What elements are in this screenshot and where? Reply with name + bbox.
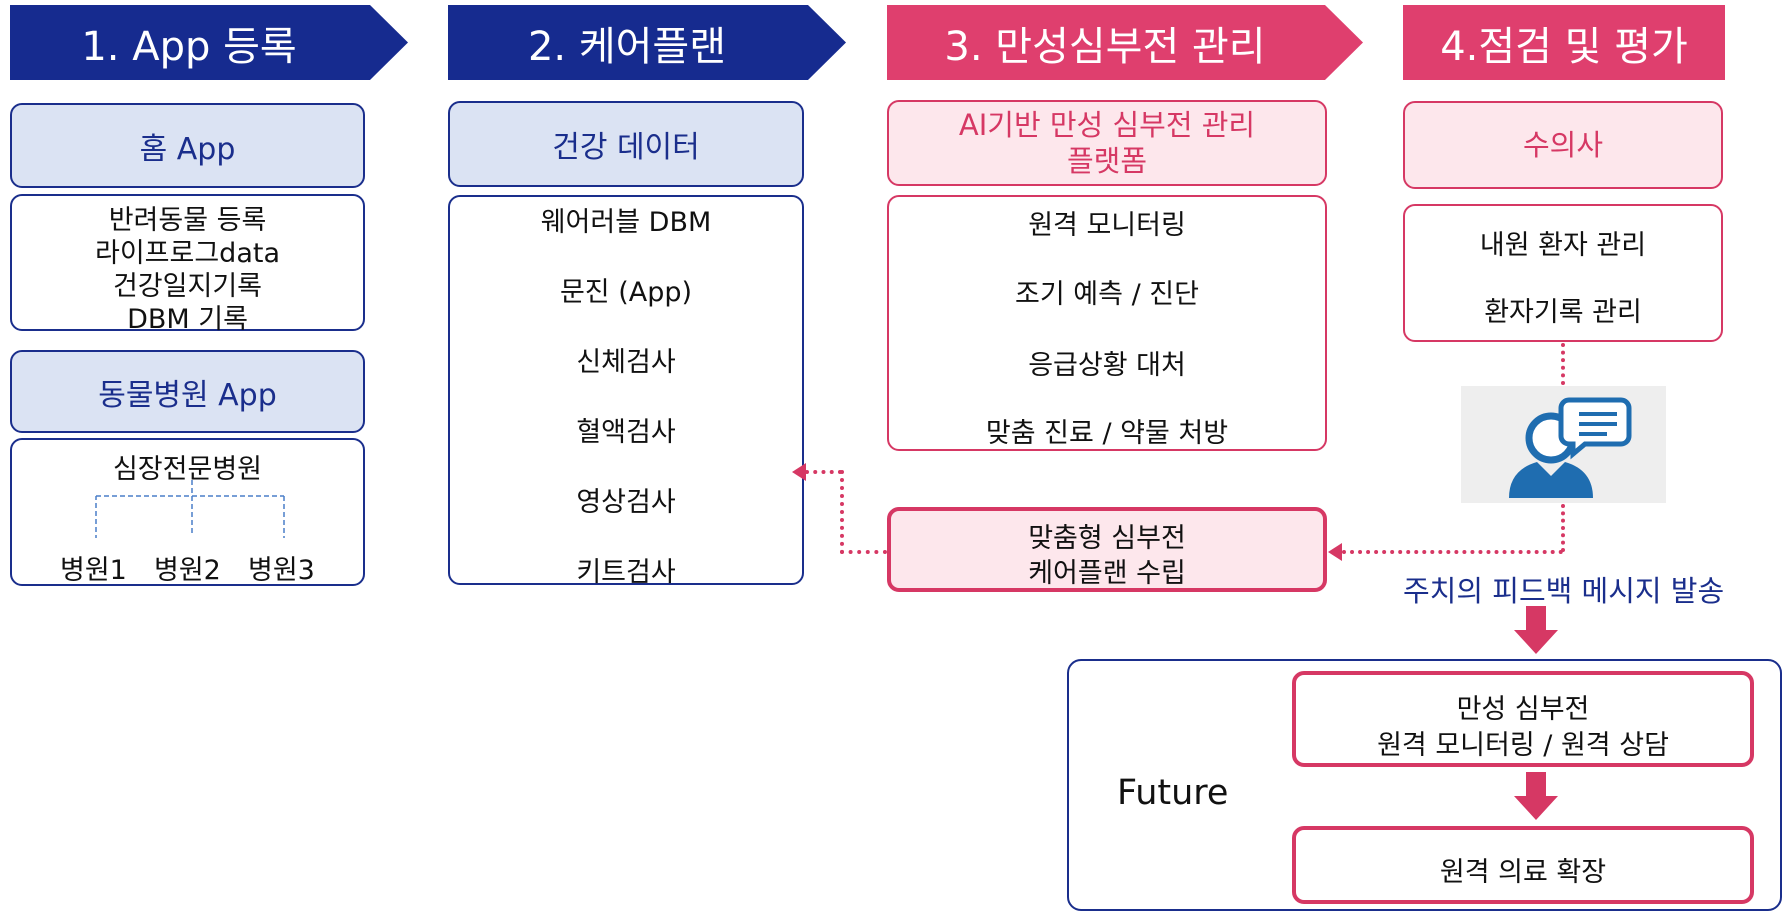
- care-plan-box: 맞춤형 심부전 케어플랜 수립: [887, 507, 1327, 592]
- step-3-header: 3. 만성심부전 관리: [887, 5, 1363, 80]
- health-data-item: 신체검사: [576, 347, 676, 378]
- careplan-to-healthdata-vertical: [840, 470, 844, 554]
- home-item: 라이프로그data: [94, 238, 281, 269]
- arrowhead-left-icon: [1328, 543, 1342, 561]
- future-box1-line2: 원격 모니터링 / 원격 상담: [1377, 730, 1669, 761]
- step-1-header: 1. App 등록: [10, 5, 408, 80]
- vet-to-icon-connector: [1561, 343, 1565, 385]
- hospital-items-box: 심장전문병원 병원1 병원2 병원3: [10, 438, 365, 586]
- vet-item: 내원 환자 관리: [1479, 230, 1647, 261]
- future-remote-medicine-box: 원격 의료 확장: [1292, 826, 1754, 904]
- step-4-label: 4.점검 및 평가: [1440, 23, 1688, 70]
- future-container: Future: [1067, 659, 1782, 911]
- platform-item: 조기 예측 / 진단: [1015, 279, 1199, 310]
- veterinarian-items-box: 내원 환자 관리 환자기록 관리: [1403, 204, 1723, 342]
- careplan-to-healthdata-connector: [840, 550, 887, 554]
- veterinarian-label: 수의사: [1522, 128, 1604, 162]
- veterinarian-box: 수의사: [1403, 101, 1723, 189]
- feedback-message-label: 주치의 피드백 메시지 발송: [1403, 574, 1725, 608]
- ai-platform-items-box: 원격 모니터링 조기 예측 / 진단 응급상황 대처 맞춤 진료 / 약물 처방: [887, 195, 1327, 451]
- down-arrow-icon: [1514, 606, 1558, 654]
- health-data-label: 건강 데이터: [552, 130, 700, 165]
- home-app-label: 홈 App: [139, 131, 236, 167]
- hospital-1: 병원1: [60, 555, 127, 586]
- step-2-label: 2. 케어플랜: [527, 23, 727, 70]
- step-4-header: 4.점검 및 평가: [1403, 5, 1725, 80]
- hospital-root: 심장전문병원: [112, 454, 263, 485]
- icon-to-careplan-connector: [1561, 504, 1565, 552]
- care-plan-line1: 맞춤형 심부전: [1028, 523, 1186, 554]
- home-item: 건강일지기록: [112, 271, 263, 302]
- vet-chat-icon: [1461, 386, 1666, 503]
- future-box2-label: 원격 의료 확장: [1439, 857, 1607, 888]
- home-app-box: 홈 App: [10, 103, 365, 188]
- arrowhead-left-icon: [792, 463, 806, 481]
- hospital-2: 병원2: [154, 555, 221, 586]
- down-arrow-icon: [1514, 772, 1558, 820]
- platform-item: 응급상황 대처: [1028, 350, 1186, 381]
- careplan-feedback-connector: [1342, 550, 1563, 554]
- hospital-tree-connector: [95, 480, 285, 538]
- platform-item: 맞춤 진료 / 약물 처방: [985, 418, 1229, 449]
- future-label: Future: [1117, 773, 1229, 813]
- ai-platform-line1: AI기반 만성 심부전 관리: [958, 108, 1256, 142]
- ai-platform-box: AI기반 만성 심부전 관리 플랫폼: [887, 100, 1327, 186]
- future-remote-monitoring-box: 만성 심부전 원격 모니터링 / 원격 상담: [1292, 671, 1754, 767]
- health-data-item: 문진 (App): [559, 277, 693, 308]
- health-data-items-box: 웨어러블 DBM 문진 (App) 신체검사 혈액검사 영상검사 키트검사: [448, 195, 804, 588]
- step-1-label: 1. App 등록: [81, 23, 297, 70]
- vet-item: 환자기록 관리: [1484, 297, 1642, 328]
- step-3-label: 3. 만성심부전 관리: [944, 23, 1266, 70]
- care-plan-line2: 케어플랜 수립: [1028, 558, 1186, 589]
- health-data-item: 웨어러블 DBM: [540, 207, 712, 238]
- future-box1-line1: 만성 심부전: [1456, 694, 1590, 725]
- hospital-app-label: 동물병원 App: [98, 377, 277, 413]
- health-data-item: 영상검사: [576, 487, 676, 518]
- hospital-3: 병원3: [248, 555, 315, 586]
- health-data-item: 혈액검사: [576, 417, 676, 448]
- health-data-box: 건강 데이터: [448, 101, 804, 187]
- home-item: DBM 기록: [127, 304, 248, 335]
- hospital-app-box: 동물병원 App: [10, 350, 365, 433]
- platform-item: 원격 모니터링: [1028, 210, 1186, 241]
- home-app-items-box: 반려동물 등록 라이프로그data 건강일지기록 DBM 기록: [10, 194, 365, 335]
- ai-platform-line2: 플랫폼: [1066, 144, 1148, 178]
- home-item: 반려동물 등록: [108, 205, 267, 236]
- healthdata-arrow-line: [805, 470, 842, 474]
- health-data-item: 키트검사: [576, 557, 676, 588]
- step-2-header: 2. 케어플랜: [448, 5, 846, 80]
